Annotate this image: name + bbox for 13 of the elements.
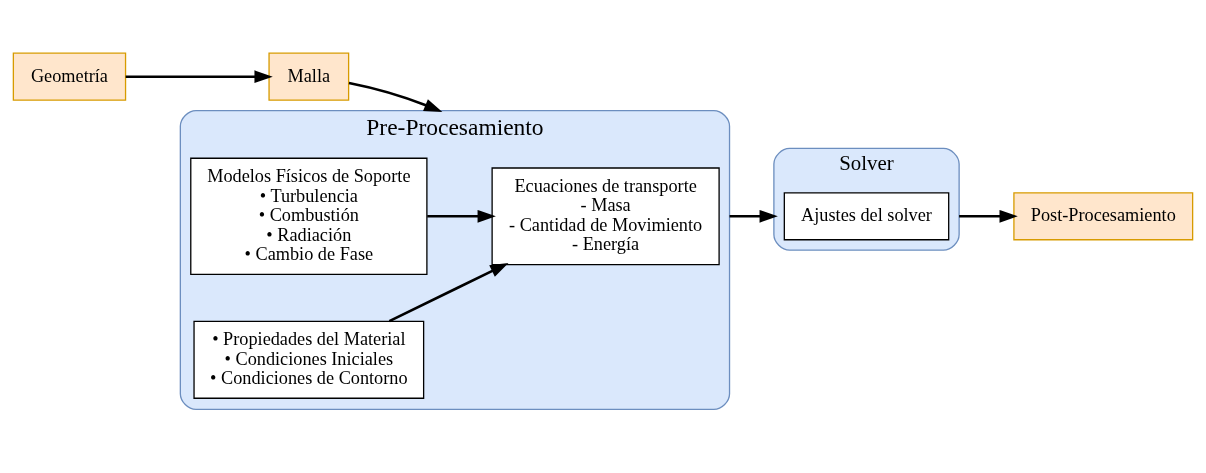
arrow <box>125 70 273 84</box>
arrow <box>388 263 509 323</box>
node-box: Malla <box>268 52 350 101</box>
arrow <box>959 209 1018 223</box>
node-box: Ajustes del solver <box>783 192 950 241</box>
arrow <box>729 209 778 223</box>
arrow <box>427 209 496 223</box>
node-box: Geometría <box>12 52 127 101</box>
node-box: Ecuaciones de transporte - Masa - Cantidad de Movimiento - Energía <box>491 167 720 266</box>
node-box: • Propiedades del Material • Condiciones Iniciales • Condiciones de Contorno <box>193 320 425 399</box>
arrow <box>348 81 443 113</box>
node-box: Post-Procesamiento <box>1013 192 1194 241</box>
node-box: Modelos Físicos de Soporte • Turbulencia • Combustión • Radiación • Cambio de Fase <box>190 157 428 275</box>
